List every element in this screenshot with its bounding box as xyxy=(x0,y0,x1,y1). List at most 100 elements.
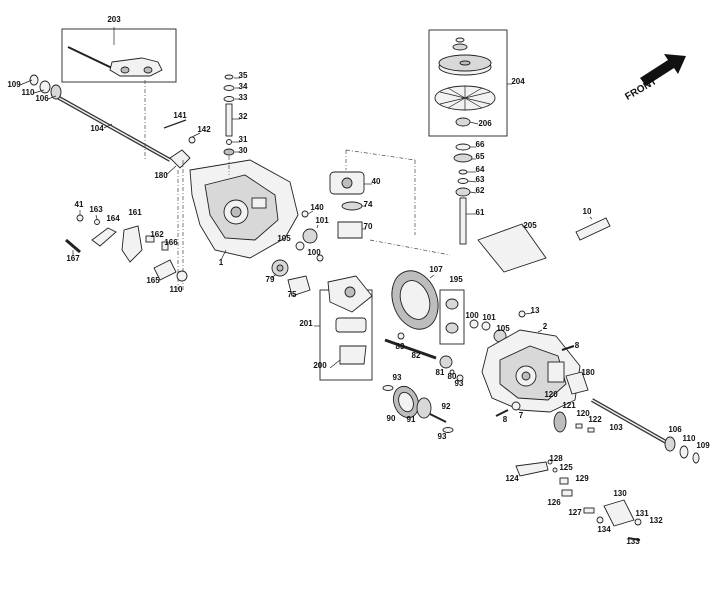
part-callout-92[interactable]: 92 xyxy=(442,402,451,411)
part-callout-61[interactable]: 61 xyxy=(476,208,485,217)
front-direction-indicator: FRONT xyxy=(623,54,686,103)
gear-stack-40 xyxy=(329,171,372,239)
part-callout-8[interactable]: 8 xyxy=(575,341,580,350)
part-callout-105[interactable]: 105 xyxy=(496,324,510,333)
part-callout-79[interactable]: 79 xyxy=(266,275,275,284)
part-callout-130[interactable]: 130 xyxy=(613,489,627,498)
axle-103 xyxy=(591,398,700,464)
part-callout-142[interactable]: 142 xyxy=(197,125,211,134)
part-callout-101[interactable]: 101 xyxy=(315,216,329,225)
part-callout-162[interactable]: 162 xyxy=(150,230,164,239)
part-callout-100[interactable]: 100 xyxy=(307,248,321,257)
part-callout-93[interactable]: 93 xyxy=(438,432,447,441)
bearing-group-left xyxy=(295,210,324,262)
part-callout-180[interactable]: 180 xyxy=(154,171,168,180)
part-callout-81[interactable]: 81 xyxy=(436,368,445,377)
part-callout-13[interactable]: 13 xyxy=(531,306,540,315)
part-callout-122[interactable]: 122 xyxy=(588,415,602,424)
housing-right-2 xyxy=(481,329,581,413)
part-callout-32[interactable]: 32 xyxy=(239,112,248,121)
part-callout-201[interactable]: 201 xyxy=(299,319,313,328)
part-callout-107[interactable]: 107 xyxy=(429,265,443,274)
part-callout-101[interactable]: 101 xyxy=(482,313,496,322)
part-callout-106[interactable]: 106 xyxy=(668,425,682,434)
part-callout-120[interactable]: 120 xyxy=(544,390,558,399)
part-callout-140[interactable]: 140 xyxy=(310,203,324,212)
part-callout-131[interactable]: 131 xyxy=(635,509,649,518)
part-callout-109[interactable]: 109 xyxy=(696,441,710,450)
part-callout-7[interactable]: 7 xyxy=(519,411,524,420)
part-callout-66[interactable]: 66 xyxy=(476,140,485,149)
part-callout-93[interactable]: 93 xyxy=(393,373,402,382)
part-callout-206[interactable]: 206 xyxy=(478,119,492,128)
part-callout-204[interactable]: 204 xyxy=(511,77,525,86)
part-callout-128[interactable]: 128 xyxy=(549,454,563,463)
part-callout-33[interactable]: 33 xyxy=(239,93,248,102)
part-callout-93[interactable]: 93 xyxy=(455,379,464,388)
part-callout-110[interactable]: 110 xyxy=(683,434,696,443)
part-callout-100[interactable]: 100 xyxy=(465,311,479,320)
part-callout-103[interactable]: 103 xyxy=(609,423,623,432)
inset-box-204 xyxy=(428,29,512,137)
part-callout-41[interactable]: 41 xyxy=(75,200,84,209)
part-callout-35[interactable]: 35 xyxy=(239,71,248,80)
part-callout-195[interactable]: 195 xyxy=(449,275,463,284)
part-callout-121[interactable]: 121 xyxy=(562,401,576,410)
part-callout-10[interactable]: 10 xyxy=(583,207,592,216)
part-callout-40[interactable]: 40 xyxy=(372,177,381,186)
part-callout-110[interactable]: 110 xyxy=(170,285,183,294)
part-callout-110[interactable]: 110 xyxy=(22,88,35,97)
part-callout-132[interactable]: 132 xyxy=(649,516,663,525)
part-callout-74[interactable]: 74 xyxy=(364,200,373,209)
part-callout-166[interactable]: 166 xyxy=(164,238,178,247)
shaft-32-stack xyxy=(223,74,240,175)
part-callout-63[interactable]: 63 xyxy=(476,175,485,184)
inset-box-201 xyxy=(314,275,373,381)
part-callout-129[interactable]: 129 xyxy=(575,474,589,483)
part-callout-2[interactable]: 2 xyxy=(543,322,548,331)
part-callout-34[interactable]: 34 xyxy=(239,82,248,91)
part-callout-80[interactable]: 80 xyxy=(448,372,457,381)
part-callout-124[interactable]: 124 xyxy=(505,474,519,483)
part-callout-125[interactable]: 125 xyxy=(559,463,573,472)
part-callout-163[interactable]: 163 xyxy=(89,205,103,214)
linkage-group-left xyxy=(65,210,188,282)
inset-box-203 xyxy=(61,27,177,83)
brake-linkage-group xyxy=(515,459,642,541)
part-callout-62[interactable]: 62 xyxy=(476,186,485,195)
part-callout-120[interactable]: 120 xyxy=(576,409,590,418)
part-callout-167[interactable]: 167 xyxy=(66,254,80,263)
housing-left-1 xyxy=(189,159,299,261)
part-callout-141[interactable]: 141 xyxy=(173,111,187,120)
axle-104 xyxy=(19,74,171,162)
part-callout-126[interactable]: 126 xyxy=(547,498,561,507)
part-callout-30[interactable]: 30 xyxy=(239,146,248,155)
part-callout-104[interactable]: 104 xyxy=(90,124,104,133)
part-callout-8[interactable]: 8 xyxy=(503,415,508,424)
part-callout-165[interactable]: 165 xyxy=(146,276,160,285)
part-callout-65[interactable]: 65 xyxy=(476,152,485,161)
part-callout-31[interactable]: 31 xyxy=(239,135,248,144)
part-callout-109[interactable]: 109 xyxy=(7,80,21,89)
part-callout-64[interactable]: 64 xyxy=(476,165,485,174)
part-callout-83[interactable]: 83 xyxy=(396,342,405,351)
part-callout-203[interactable]: 203 xyxy=(107,15,121,24)
part-callout-161[interactable]: 161 xyxy=(128,208,142,217)
part-callout-75[interactable]: 75 xyxy=(288,290,297,299)
part-callout-1[interactable]: 1 xyxy=(219,258,224,267)
part-callout-91[interactable]: 91 xyxy=(407,415,416,424)
part-callout-70[interactable]: 70 xyxy=(364,222,373,231)
part-callout-105[interactable]: 105 xyxy=(277,234,291,243)
part-callout-127[interactable]: 127 xyxy=(568,508,582,517)
input-shaft-61-stack xyxy=(453,143,477,245)
part-callout-82[interactable]: 82 xyxy=(412,351,421,360)
part-callout-200[interactable]: 200 xyxy=(313,361,327,370)
part-callout-90[interactable]: 90 xyxy=(387,414,396,423)
part-callout-134[interactable]: 134 xyxy=(597,525,611,534)
part-callout-180[interactable]: 180 xyxy=(581,368,595,377)
part-callout-205[interactable]: 205 xyxy=(523,221,537,230)
part-callout-164[interactable]: 164 xyxy=(106,214,120,223)
part-callout-106[interactable]: 106 xyxy=(35,94,49,103)
part-callout-133[interactable]: 133 xyxy=(626,537,640,546)
